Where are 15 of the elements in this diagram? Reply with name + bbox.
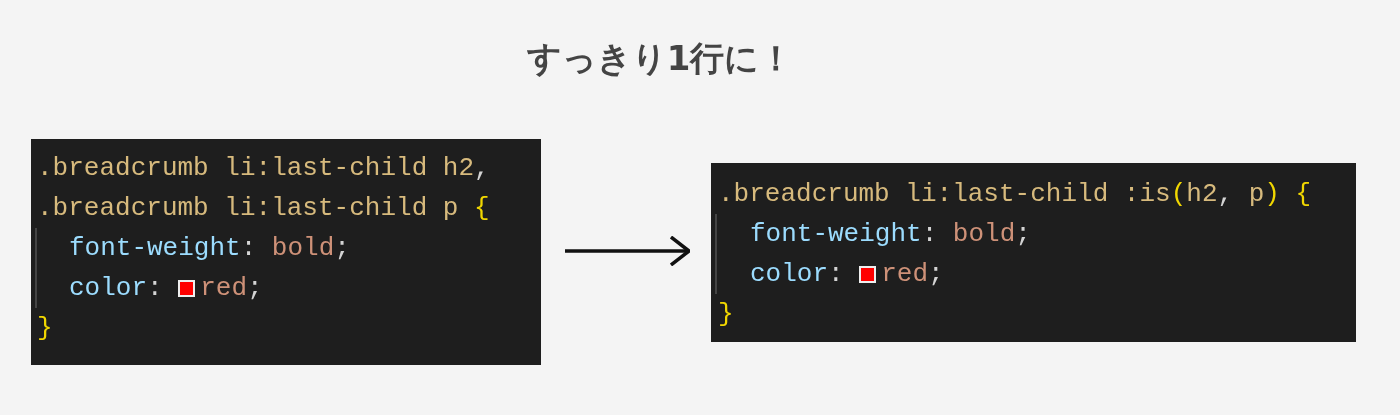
code-block [31, 139, 541, 365]
arrow [565, 235, 691, 267]
code-text: color: [750, 258, 845, 291]
code-text: } [718, 298, 734, 331]
code-text: .breadcrumb li:last-child p { [37, 192, 490, 225]
code-text: color: [69, 272, 164, 305]
code-text: font-weight: bold; [750, 218, 1031, 251]
code-block [711, 163, 1356, 342]
code-text: red; [200, 272, 263, 305]
code-text: } [37, 312, 53, 345]
code-text: font-weight: bold; [69, 232, 350, 265]
code-text: .breadcrumb li:last-child :is(h2, p) { [718, 178, 1312, 211]
code-text: .breadcrumb li:last-child h2, [37, 152, 490, 185]
title: すっきり1行に！ [525, 37, 795, 80]
code-text: red; [881, 258, 944, 291]
